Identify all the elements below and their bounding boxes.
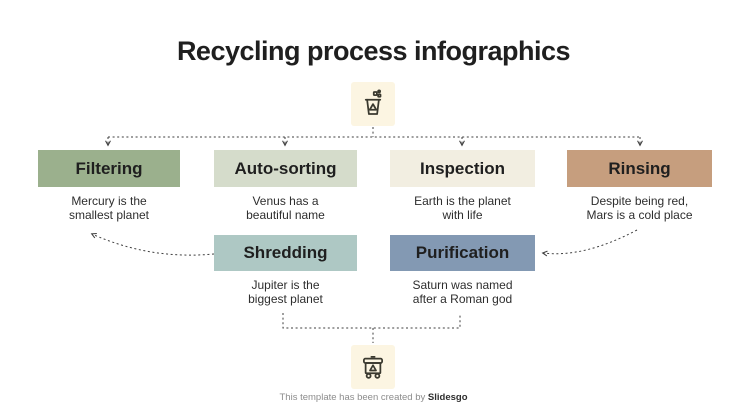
step-label: Shredding	[243, 243, 328, 262]
step-box-inspection: Inspection	[390, 150, 535, 187]
description-line: Mars is a cold place	[586, 208, 693, 222]
recycling-bin-icon	[364, 89, 382, 115]
step-box-purification: Purification	[390, 235, 535, 271]
step-box-shredding: Shredding	[214, 235, 357, 271]
footer-text: This template has been created by	[279, 392, 428, 403]
description-line: after a Roman god	[412, 292, 513, 306]
description-line: Earth is the planet	[414, 194, 511, 208]
step-label: Inspection	[419, 158, 505, 178]
step-description-inspection: Earth is the planet with life	[390, 194, 535, 222]
step-box-filtering: Filtering	[38, 150, 180, 187]
description-line: Jupiter is the	[251, 278, 320, 292]
footer-brand: Slidesgo	[427, 392, 468, 403]
step-description-filtering: Mercury is the smallest planet	[38, 194, 180, 222]
step-label: Auto-sorting	[234, 158, 337, 178]
bottom-icon-tile	[351, 345, 395, 389]
top-icon-tile	[351, 82, 395, 126]
step-label: Rinsing	[608, 158, 671, 178]
step-label: Purification	[415, 243, 510, 262]
description-line: Saturn was named	[412, 278, 513, 292]
step-box-rinsing: Rinsing	[567, 150, 712, 187]
step-box-auto-sorting: Auto-sorting	[214, 150, 357, 187]
description-line: smallest planet	[68, 208, 150, 222]
step-description-rinsing: Despite being red, Mars is a cold place	[567, 194, 712, 222]
description-line: biggest planet	[248, 292, 323, 306]
recycling-dumpster-icon	[362, 356, 384, 379]
step-description-auto-sorting: Venus has a beautiful name	[214, 194, 357, 222]
page-title: Recycling process infographics	[176, 36, 571, 66]
description-line: Despite being red,	[590, 194, 689, 208]
step-description-shredding: Jupiter is the biggest planet	[214, 278, 357, 306]
description-line: Venus has a	[252, 194, 319, 208]
step-description-purification: Saturn was named after a Roman god	[390, 278, 535, 306]
footer-credit: This template has been created by Slides…	[0, 392, 747, 403]
step-label: Filtering	[75, 158, 143, 178]
description-line: Mercury is the	[71, 194, 147, 208]
description-line: beautiful name	[246, 208, 325, 222]
description-line: with life	[442, 208, 483, 222]
